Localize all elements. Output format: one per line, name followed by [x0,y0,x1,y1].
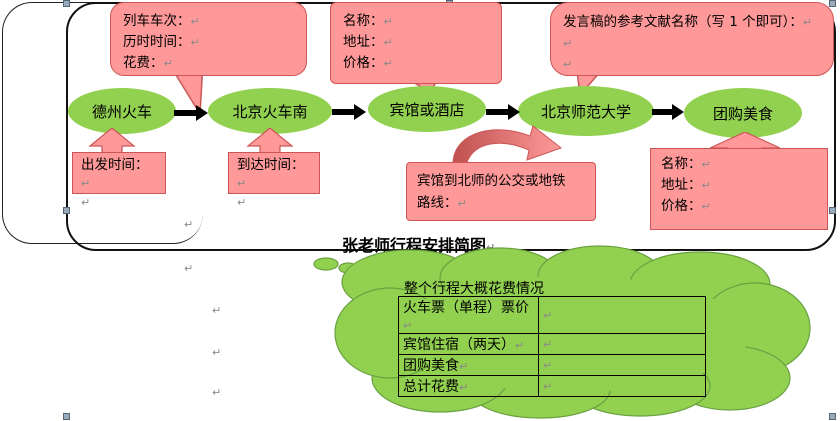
food-address-label: 地址： [661,177,702,193]
route-callout: 宾馆到北师的公交或地铁 路线：↵ [406,162,596,221]
paragraph-mark: ↵ [212,386,222,399]
hotel-address-label: 地址： [343,34,384,50]
table-row: 总计花费↵ ↵ [398,375,706,397]
food-price-label: 价格： [661,198,702,214]
reference-prompt: 发言稿的参考文献名称（写 1 个即可）： [563,14,803,30]
duration-label: 历时时间： [123,34,191,50]
table-row: 团购美食↵ ↵ [398,354,706,376]
reference-callout: 发言稿的参考文献名称（写 1 个即可）：↵ ↵ ↵ [550,2,834,76]
resize-handle[interactable] [63,0,70,7]
train-info-callout: 列车车次：↵ 历时时间：↵ 花费：↵ [110,2,307,76]
arrive-up-arrow [246,128,294,158]
cost-table-title: 整个行程大概花费情况 [404,281,544,297]
food-name-label: 名称： [661,156,702,172]
depart-up-arrow [88,128,136,158]
hotel-price-label: 价格： [343,55,384,71]
cost-table: 火车票（单程）票价↵ ↵ 宾馆住宿（两天）↵ ↵ 团购美食↵ ↵ 总计花费↵ ↵ [398,296,706,397]
resize-handle[interactable] [829,413,836,420]
flow-node-hotel: 宾馆或酒店 [368,86,486,132]
cost-label: 花费： [123,55,164,71]
resize-handle[interactable] [829,0,836,7]
depart-time-callout: 出发时间：↵ ↵ [72,152,166,209]
resize-handle[interactable] [63,413,70,420]
row-group-food: 团购美食 [403,358,459,374]
flow-node-beijing-south-station: 北京火车南 [208,88,332,134]
depart-time-label: 出发时间： [81,157,149,173]
paragraph-mark: ↵ [212,346,222,359]
resize-handle[interactable] [63,207,70,214]
flow-node-bnu: 北京师范大学 [518,86,654,136]
arrive-time-label: 到达时间： [237,157,305,173]
table-row: 火车票（单程）票价↵ ↵ [398,296,706,334]
row-total-cost: 总计花费 [403,379,459,395]
hotel-info-callout: 名称：↵ 地址：↵ 价格：↵ [330,2,502,84]
train-number-label: 列车车次： [123,13,191,29]
paragraph-mark: ↵ [184,262,194,275]
hotel-name-label: 名称： [343,13,384,29]
curved-route-arrow [452,125,563,163]
flow-node-group-food: 团购美食 [684,88,802,138]
diagram-caption: 张老师行程安排简图↵ [342,236,496,255]
table-row: 宾馆住宿（两天）↵ ↵ [398,333,706,355]
flow-arrow [174,105,208,121]
paragraph-mark: ↵ [184,218,194,231]
row-hotel-stay: 宾馆住宿（两天） [403,337,515,353]
row-train-ticket: 火车票（单程）票价 [403,300,529,316]
arrive-time-callout: 到达时间：↵ ↵ [228,152,320,209]
flow-arrow [486,104,520,120]
route-line1: 宾馆到北师的公交或地铁 [417,173,566,189]
flow-node-dezhou-station: 德州火车 [68,88,176,134]
route-line2: 路线： [417,195,458,211]
paragraph-mark: ↵ [212,304,222,317]
flow-arrow [652,104,684,120]
flow-arrow [332,104,366,120]
resize-handle[interactable] [829,207,836,214]
food-info-callout: 名称：↵ 地址：↵ 价格：↵ [650,148,828,230]
